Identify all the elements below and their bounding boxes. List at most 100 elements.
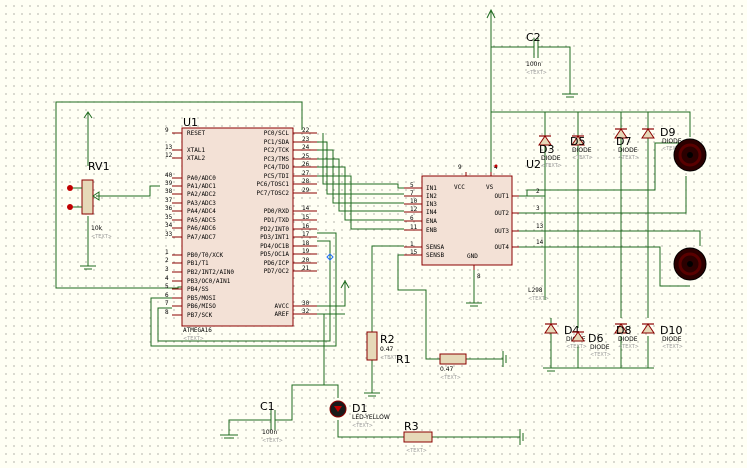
u1-pin-number: 22: [302, 127, 310, 134]
u1-pin-number: 9: [165, 127, 169, 134]
u1-pin-number: 18: [302, 240, 310, 247]
u1-part: ATMEGA16: [183, 327, 212, 334]
diode-triangle: [544, 323, 558, 334]
u1-pin-number: 37: [165, 197, 173, 204]
u2-pin-name: SENSB: [426, 252, 444, 259]
u2-pin-name: OUT4: [495, 244, 510, 251]
u1-ref: U1: [183, 116, 198, 129]
ground-symbols: [80, 93, 578, 445]
u1-pin-name: PD3/INT1: [260, 234, 289, 241]
u2-pin-number: 5: [410, 182, 414, 189]
u1-pin-name: PC0/SCL: [264, 130, 290, 137]
u1-pin-number: 15: [302, 214, 310, 221]
u1-pin-name: PA5/ADC5: [187, 217, 216, 224]
u2-pin-name: OUT3: [495, 228, 510, 235]
power-symbols: [83, 8, 498, 289]
c1-capacitor[interactable]: C1 100n <TEXT>: [260, 400, 283, 444]
c2-capacitor[interactable]: C2 100n <TEXT>: [526, 31, 547, 76]
wire-pd2-loop: [150, 232, 337, 347]
u1-pin-name: PD0/RXD: [264, 208, 290, 215]
r3-body: [403, 431, 433, 443]
c2-plates: [533, 38, 539, 58]
motor-1[interactable]: [673, 138, 707, 172]
diode-text-tag: <TEXT>: [618, 344, 639, 350]
u1-pin-number: 2: [165, 257, 169, 264]
diode-value: DIODE: [662, 336, 682, 343]
r2-value: 0.47: [380, 346, 394, 353]
wire-out3: [519, 230, 701, 246]
u1-pin-number: 17: [302, 231, 310, 238]
u1-pin-name: PD4/OC1B: [260, 243, 289, 250]
u1-pin-number: 4: [165, 275, 169, 282]
vcc-arrow-avcc: [340, 279, 350, 289]
u2-pin-number: 12: [410, 206, 418, 213]
u1-pin-number: 35: [165, 214, 173, 221]
c2-text-tag: <TEXT>: [526, 70, 547, 76]
r1-resistor[interactable]: R1 0.47 <TEXT>: [396, 353, 467, 381]
u1-pin-name: AREF: [275, 311, 290, 318]
u2-ref: U2: [526, 158, 541, 171]
u2-text-tag: <TEXT>: [528, 296, 549, 302]
motor-2-shaft: [687, 261, 693, 267]
flyback-diodes: D3DIODE<TEXT>D5DIODE<TEXT>D7DIODE<TEXT>D…: [538, 126, 683, 358]
motor-2[interactable]: [673, 247, 707, 281]
wire-en-b: [317, 175, 404, 230]
d1-arrow: [334, 406, 342, 412]
r3-resistor[interactable]: R3 <TEXT>: [403, 420, 433, 454]
u2-pin-number: 2: [536, 188, 540, 195]
motor-1-shaft: [687, 152, 693, 158]
u1-pin-number: 30: [302, 300, 310, 307]
r1-ref: R1: [396, 353, 411, 366]
u2-pin-number: 6: [410, 215, 414, 222]
u1-pin-name: AVCC: [275, 303, 290, 310]
diode-triangle: [614, 323, 628, 334]
diode-text-tag: <TEXT>: [566, 344, 587, 350]
r2-resistor[interactable]: R2 0.47 <TEXT>: [366, 331, 401, 361]
u1-pin-name: PC1/SDA: [264, 139, 290, 146]
u1-pin-number: 25: [302, 153, 310, 160]
gnd-l298: [466, 302, 482, 307]
u1-body: [181, 127, 294, 327]
wire-pb3-loop: [55, 101, 303, 289]
diode-ref: D8: [616, 324, 631, 337]
u1-pin-name: PB2/INT2/AIN0: [187, 269, 234, 276]
u1-pin-name: PC5/TDI: [264, 173, 290, 180]
u1-pin-number: 40: [165, 172, 173, 179]
diode-text-tag: <TEXT>: [590, 352, 611, 358]
rv1-value: 10k: [91, 225, 103, 232]
u1-pin-number: 3: [165, 266, 169, 273]
u1-pin-name: PA0/ADC0: [187, 175, 216, 182]
wire-pc1-in2: [317, 141, 404, 195]
wire-pc3-in4: [317, 158, 404, 212]
u1-pin-number: 16: [302, 223, 310, 230]
diode-triangle: [538, 135, 552, 146]
d1-led[interactable]: D1 LED-YELLOW <TEXT>: [329, 400, 390, 429]
u1-pin-name: PC2/TCK: [264, 147, 290, 154]
diode-triangle: [571, 135, 585, 146]
r1-value: 0.47: [440, 366, 454, 373]
c1-plates: [270, 410, 276, 430]
c1-value: 100n: [262, 429, 277, 436]
r3-text-tag: <TEXT>: [406, 448, 427, 454]
diode-value: DIODE: [572, 147, 592, 154]
rv1-terminal-b: [67, 204, 73, 210]
u2-pin-name: ENA: [426, 218, 437, 225]
u1-pin-name: PD5/OC1A: [260, 251, 289, 258]
wire-sensb: [397, 254, 440, 360]
u1-pin-number: 13: [165, 144, 173, 151]
diode-text-tag: <TEXT>: [662, 146, 683, 152]
u2-pin-name: IN3: [426, 201, 437, 208]
rv1-potentiometer[interactable]: RV1 10k <TEXT>: [67, 160, 112, 240]
